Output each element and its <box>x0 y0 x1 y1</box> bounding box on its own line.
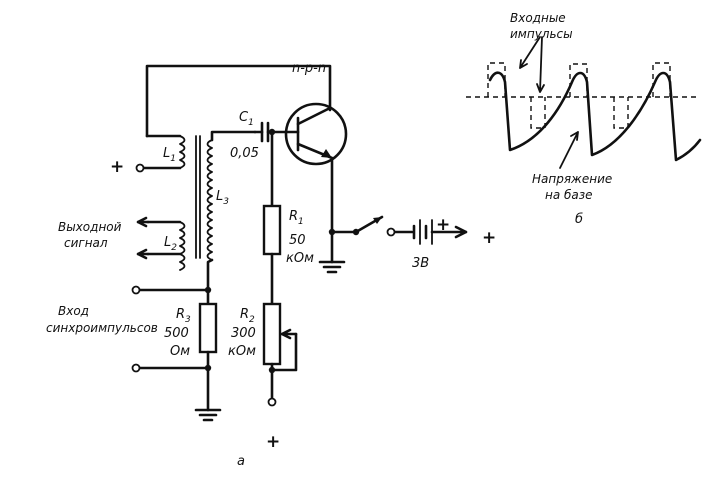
resistor-r3 <box>198 302 218 354</box>
plus-terminal-left[interactable] <box>135 163 145 173</box>
c1-value: 0,05 <box>230 146 259 161</box>
output-label-line2: сигнал <box>64 236 108 250</box>
sync-input-label-line2: синхроимпульсов <box>46 321 158 335</box>
panel-a-caption: а <box>237 454 245 469</box>
base-voltage-label-line1: Напряжение <box>532 172 612 186</box>
r2-wiper-arrow <box>280 328 298 340</box>
input-pulses-arrow-right <box>536 36 545 93</box>
l2-label: L2 <box>164 235 177 253</box>
battery-plus-sign: + <box>436 215 450 235</box>
r2-label: R2 <box>240 307 255 325</box>
l3-top-lead <box>210 130 257 142</box>
plus-sign-bottom: + <box>266 432 280 452</box>
ground-symbol-right <box>318 260 346 274</box>
r3-label: R3 <box>176 307 191 325</box>
output-label-line1: Выходной <box>58 220 122 234</box>
r2-unit: кОм <box>228 344 256 359</box>
inductor-l3 <box>206 139 213 261</box>
battery-output-arrow <box>430 225 468 239</box>
potentiometer-r2 <box>262 302 282 366</box>
r1-value: 50 <box>289 233 306 248</box>
r3-unit: Ом <box>170 344 190 359</box>
r1-label: R1 <box>289 209 304 227</box>
base-voltage-arrow <box>559 131 579 169</box>
resistor-r1 <box>262 204 282 256</box>
l3-label: L3 <box>216 189 229 207</box>
l1-label: L1 <box>163 146 176 164</box>
ground-symbol-left <box>194 408 222 422</box>
transistor-type-label: n-p-n <box>292 61 326 76</box>
output-arrow-top <box>136 216 150 228</box>
input-pulses-arrow-left <box>519 36 541 69</box>
switch-arrow <box>373 217 382 224</box>
transistor-collector <box>296 106 332 126</box>
emitter-arrow <box>321 149 332 158</box>
input-pulses-label-line2: импульсы <box>510 27 573 41</box>
plus-terminal-bottom[interactable] <box>267 397 277 407</box>
waveform-panel-b: Входные импульсы Напряжение на базе б <box>466 11 702 227</box>
schematic-panel-a: + L1 L3 L2 Выходной сигнал C1 0,05 <box>46 61 496 469</box>
output-arrow-bottom <box>136 248 150 260</box>
switch-terminal[interactable] <box>386 227 396 237</box>
input-pulses-label-line1: Входные <box>510 11 566 25</box>
transistor-body <box>284 102 348 166</box>
r2-wiper-wire <box>270 332 298 372</box>
plus-sign-right: + <box>482 228 496 248</box>
sync-input-label-line1: Вход <box>58 304 89 318</box>
panel-b-caption: б <box>575 212 583 227</box>
r2-value: 300 <box>231 326 256 341</box>
ground-node <box>204 364 212 372</box>
sync-input-terminal-top[interactable] <box>131 285 141 295</box>
input-pulse-4 <box>530 97 546 129</box>
c1-label: C1 <box>239 110 254 128</box>
plus-sign-left: + <box>110 157 124 177</box>
input-pulse-5 <box>613 97 629 129</box>
battery-voltage-label: 3В <box>412 256 429 271</box>
feedback-wire <box>145 64 332 138</box>
l3-bottom-lead <box>206 258 214 294</box>
inductor-l2 <box>179 221 186 271</box>
base-voltage-waveform <box>488 71 702 162</box>
r3-value: 500 <box>164 326 189 341</box>
base-voltage-label-line2: на базе <box>545 188 593 202</box>
inductor-l1 <box>179 135 186 169</box>
sync-input-terminal-bottom[interactable] <box>131 363 141 373</box>
r1-unit: кОм <box>286 251 314 266</box>
r2-node <box>268 366 276 374</box>
